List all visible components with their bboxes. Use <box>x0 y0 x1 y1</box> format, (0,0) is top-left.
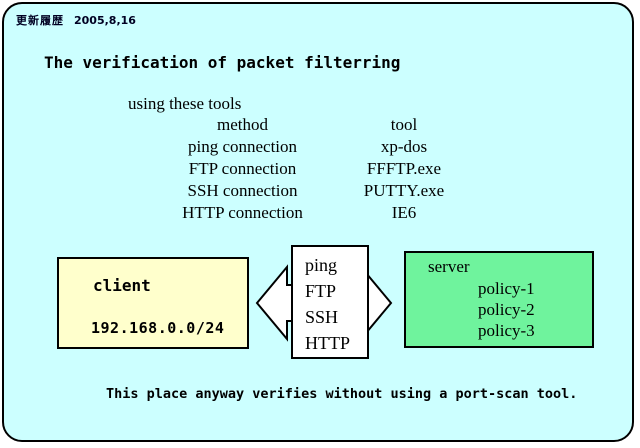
table-cell-tool: FFFTP.exe <box>366 159 442 178</box>
page-title: The verification of packet filterring <box>44 53 401 72</box>
protocol-item: HTTP <box>305 333 350 353</box>
slide-canvas: 更新履歴 2005,8,16 The verification of packet… <box>2 2 634 442</box>
client-node-box: client 192.168.0.0/24 <box>57 257 249 349</box>
table-cell-method: FTP connection <box>188 159 297 178</box>
revision-header: 更新履歴 2005,8,16 <box>16 12 136 28</box>
policy-item: policy-1 <box>478 279 535 298</box>
protocol-item: SSH <box>305 307 339 327</box>
policy-item: policy-2 <box>478 300 535 319</box>
protocol-item: ping <box>305 255 338 275</box>
revision-label: 更新履歴 <box>16 14 64 27</box>
client-label: client <box>93 276 151 295</box>
footnote-text: This place anyway verifies without using… <box>106 386 578 402</box>
protocol-item: FTP <box>305 281 337 301</box>
client-network-address: 192.168.0.0/24 <box>91 319 225 337</box>
revision-date: 2005,8,16 <box>74 14 136 27</box>
table-cell-method: HTTP connection <box>182 203 303 222</box>
tools-intro-text: using these tools <box>128 94 242 113</box>
table-cell-method: ping connection <box>187 137 298 156</box>
table-cell-tool: PUTTY.exe <box>363 181 445 200</box>
table-cell-tool: xp-dos <box>380 137 428 156</box>
protocol-list-box: ping FTP SSH HTTP <box>291 245 369 359</box>
tools-table: method tool ping connection xp-dos FTP c… <box>151 114 474 224</box>
column-header-method: method <box>217 115 268 134</box>
table-cell-tool: IE6 <box>391 203 417 222</box>
server-policy-list: policy-1 policy-2 policy-3 <box>478 278 592 341</box>
column-header-tool: tool <box>390 115 418 134</box>
server-label: server <box>428 257 470 276</box>
policy-item: policy-3 <box>478 321 535 340</box>
server-node-box: server policy-1 policy-2 policy-3 <box>404 251 594 348</box>
table-cell-method: SSH connection <box>187 181 298 200</box>
